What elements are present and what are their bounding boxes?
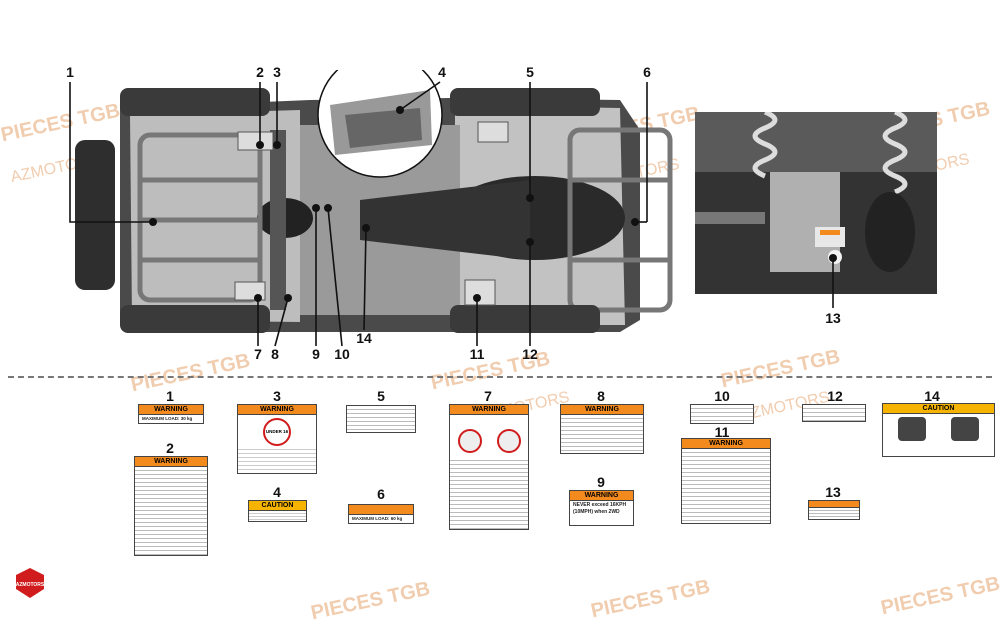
watermark: PIECES TGB bbox=[588, 575, 713, 623]
label-9-sticker: WARNING NEVER exceed 16KPH (10MPH) when … bbox=[569, 490, 634, 526]
label-fine-print bbox=[135, 467, 207, 555]
warning-header: WARNING bbox=[135, 457, 207, 467]
callout-12: 12 bbox=[522, 346, 538, 362]
callout-8: 8 bbox=[271, 346, 279, 362]
label-number: 8 bbox=[597, 388, 605, 404]
callout-13: 13 bbox=[825, 310, 841, 326]
warning-header: WARNING bbox=[139, 405, 203, 415]
label-number: 1 bbox=[166, 388, 174, 404]
warning-header: WARNING bbox=[561, 405, 643, 415]
label-number: 4 bbox=[273, 484, 281, 500]
watermark: PIECES TGB bbox=[308, 577, 433, 625]
label-fine-print bbox=[249, 511, 306, 521]
callout-1: 1 bbox=[66, 64, 74, 80]
label-number: 10 bbox=[714, 388, 730, 404]
label-7-sticker: WARNING bbox=[449, 404, 529, 530]
callout-3: 3 bbox=[273, 64, 281, 80]
label-6-sticker: MAXIMUM LOAD: 60 kg bbox=[348, 504, 414, 524]
label-12-sticker bbox=[802, 404, 866, 422]
label-number: 13 bbox=[825, 484, 841, 500]
label-text: MAXIMUM LOAD: 30 kg bbox=[142, 416, 193, 421]
under-16-text: UNDER 16 bbox=[265, 429, 289, 434]
caution-header: CAUTION bbox=[883, 404, 994, 414]
label-5-sticker bbox=[346, 405, 416, 433]
label-fine-print bbox=[803, 405, 865, 421]
label-fine-print bbox=[691, 405, 753, 423]
label-number: 12 bbox=[827, 388, 843, 404]
label-number: 5 bbox=[377, 388, 385, 404]
label-13-sticker bbox=[808, 500, 860, 520]
label-fine-print bbox=[347, 406, 415, 432]
label-10-sticker bbox=[690, 404, 754, 424]
no-drugs-icon bbox=[496, 429, 521, 453]
label-number: 7 bbox=[484, 388, 492, 404]
warning-header bbox=[349, 505, 413, 515]
callout-5: 5 bbox=[526, 64, 534, 80]
section-divider bbox=[8, 376, 992, 378]
under-16-badge: UNDER 16 bbox=[263, 418, 291, 446]
callout-7: 7 bbox=[254, 346, 262, 362]
callout-6: 6 bbox=[643, 64, 651, 80]
warning-header: WARNING bbox=[682, 439, 770, 449]
suspension-detail-photo bbox=[695, 112, 937, 294]
callout-leaders bbox=[69, 81, 837, 347]
caution-header: CAUTION bbox=[249, 501, 306, 511]
front-atv-icon bbox=[898, 417, 927, 441]
callout-11: 11 bbox=[469, 346, 485, 362]
label-fine-print bbox=[238, 446, 316, 470]
pictograms bbox=[450, 429, 528, 453]
label-number: 11 bbox=[714, 424, 730, 440]
label-2-sticker: WARNING bbox=[134, 456, 208, 556]
label-text: NEVER exceed 16KPH (10MPH) when 2WD bbox=[573, 502, 627, 515]
callout-10: 10 bbox=[334, 346, 350, 362]
warning-header: WARNING bbox=[238, 405, 316, 415]
label-number: 9 bbox=[597, 474, 605, 490]
label-8-sticker: WARNING bbox=[560, 404, 644, 454]
warning-header: WARNING bbox=[450, 405, 528, 415]
label-text: MAXIMUM LOAD: 60 kg bbox=[352, 516, 403, 521]
label-number: 6 bbox=[377, 486, 385, 502]
atv-top-view bbox=[75, 70, 673, 333]
svg-text:AZMOTORS: AZMOTORS bbox=[16, 582, 45, 588]
no-passenger-icon bbox=[457, 429, 482, 453]
warning-header: WARNING bbox=[570, 491, 633, 501]
label-fine-print bbox=[809, 508, 859, 519]
label-4-sticker: CAUTION bbox=[248, 500, 307, 522]
label-11-sticker: WARNING bbox=[681, 438, 771, 524]
rear-atv-icon bbox=[950, 417, 979, 441]
label-3-sticker: WARNING UNDER 16 bbox=[237, 404, 317, 474]
azmotors-logo: AZMOTORS bbox=[14, 567, 46, 599]
tire-pressure-diagram bbox=[883, 414, 994, 444]
callout-14: 14 bbox=[356, 330, 372, 346]
label-1-sticker: WARNING MAXIMUM LOAD: 30 kg bbox=[138, 404, 204, 424]
warning-header bbox=[809, 501, 859, 508]
watermark: PIECES TGB bbox=[878, 572, 1000, 620]
label-fine-print bbox=[561, 415, 643, 453]
label-number: 3 bbox=[273, 388, 281, 404]
label-14-sticker: CAUTION bbox=[882, 403, 995, 457]
label-fine-print bbox=[450, 457, 528, 529]
callout-2: 2 bbox=[256, 64, 264, 80]
callout-9: 9 bbox=[312, 346, 320, 362]
label-fine-print bbox=[682, 449, 770, 523]
callout-4: 4 bbox=[438, 64, 446, 80]
label-number: 2 bbox=[166, 440, 174, 456]
label-number: 14 bbox=[924, 388, 940, 404]
